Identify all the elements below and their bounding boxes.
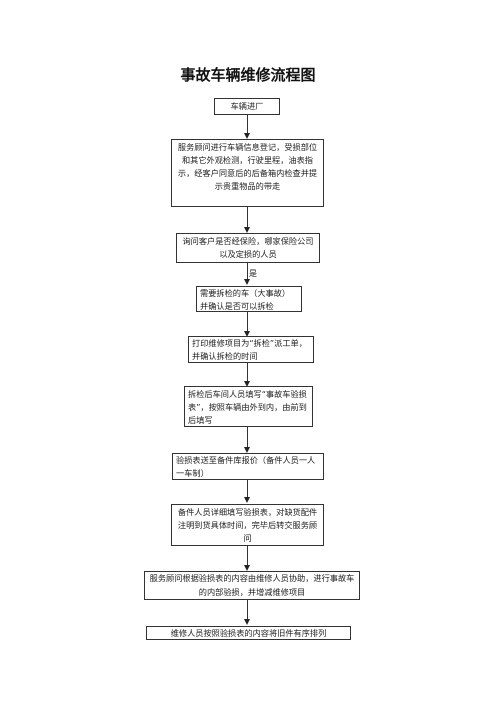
flow-step-text: 拆检后车间人员填写“事故车验损表”，按照车辆由外到内，由前到后填写 <box>188 389 307 425</box>
flow-step-text: 车辆进厂 <box>230 101 264 111</box>
connector-line <box>247 427 248 447</box>
connector-line <box>247 263 248 279</box>
flow-step-insurance-inquiry: 询问客户是否经保险，哪家保险公司以及定损的人员 <box>176 233 320 263</box>
arrow-down-icon <box>244 331 250 337</box>
flow-step-text: 维修人员按照验损表的内容将旧件有序排列 <box>170 628 327 638</box>
connector-line <box>247 363 248 381</box>
flow-step-text: 打印维修项目为“拆检”派工单，并确认拆检的时间 <box>192 338 307 361</box>
connector-line <box>247 115 248 133</box>
arrow-down-icon <box>244 619 250 625</box>
arrow-down-icon <box>244 565 250 571</box>
connector-line <box>247 480 248 497</box>
page-title: 事故车辆维修流程图 <box>180 66 316 84</box>
connector-line <box>247 312 248 331</box>
connector-line <box>247 207 248 227</box>
connector-line <box>247 600 248 619</box>
flow-step-damage-report: 拆检后车间人员填写“事故车验损表”，按照车辆由外到内，由前到后填写 <box>184 386 313 427</box>
arrow-down-icon <box>244 497 250 503</box>
arrow-down-icon <box>244 133 250 139</box>
connector-line <box>247 546 248 565</box>
flow-step-text: 验损表送至备件库报价（备件人员一人一车制） <box>176 455 316 478</box>
flow-step-text: 需要拆检的车（大事故）并确认是否可以拆检 <box>200 288 291 311</box>
flow-step-internal-inspection: 服务顾问根据验损表的内容由维修人员协助，进行事故车的内部验损，并增减维修项目 <box>144 571 360 600</box>
flow-step-print-work-order: 打印维修项目为“拆检”派工单，并确认拆检的时间 <box>188 336 314 363</box>
flow-step-registration: 服务顾问进行车辆信息登记，受损部位和其它外观检测，行驶里程，油表指示，经客户同意… <box>171 139 324 207</box>
arrow-down-icon <box>244 227 250 233</box>
flow-step-parts-quote: 验损表送至备件库报价（备件人员一人一车制） <box>172 453 324 480</box>
flow-step-text: 询问客户是否经保险，哪家保险公司以及定损的人员 <box>182 236 314 259</box>
flow-step-text: 服务顾问进行车辆信息登记，受损部位和其它外观检测，行驶里程，油表指示，经客户同意… <box>177 142 318 191</box>
arrow-down-icon <box>244 279 250 285</box>
edge-label-yes: 是 <box>249 269 257 278</box>
flow-step-disassembly-check: 需要拆检的车（大事故）并确认是否可以拆检 <box>196 286 302 312</box>
flow-step-arrange-old-parts: 维修人员按照验损表的内容将旧件有序排列 <box>146 626 351 640</box>
arrow-down-icon <box>244 447 250 453</box>
arrow-down-icon <box>244 381 250 387</box>
flow-step-parts-detail: 备件人员详细填写验损表，对缺货配件注明到货具体时间，完毕后转交服务顾问 <box>171 504 324 546</box>
flow-step-text: 服务顾问根据验损表的内容由维修人员协助，进行事故车的内部验损，并增减维修项目 <box>149 573 355 597</box>
flow-step-text: 备件人员详细填写验损表，对缺货配件注明到货具体时间，完毕后转交服务顾问 <box>177 507 318 543</box>
flow-step-vehicle-entry: 车辆进厂 <box>214 98 280 115</box>
